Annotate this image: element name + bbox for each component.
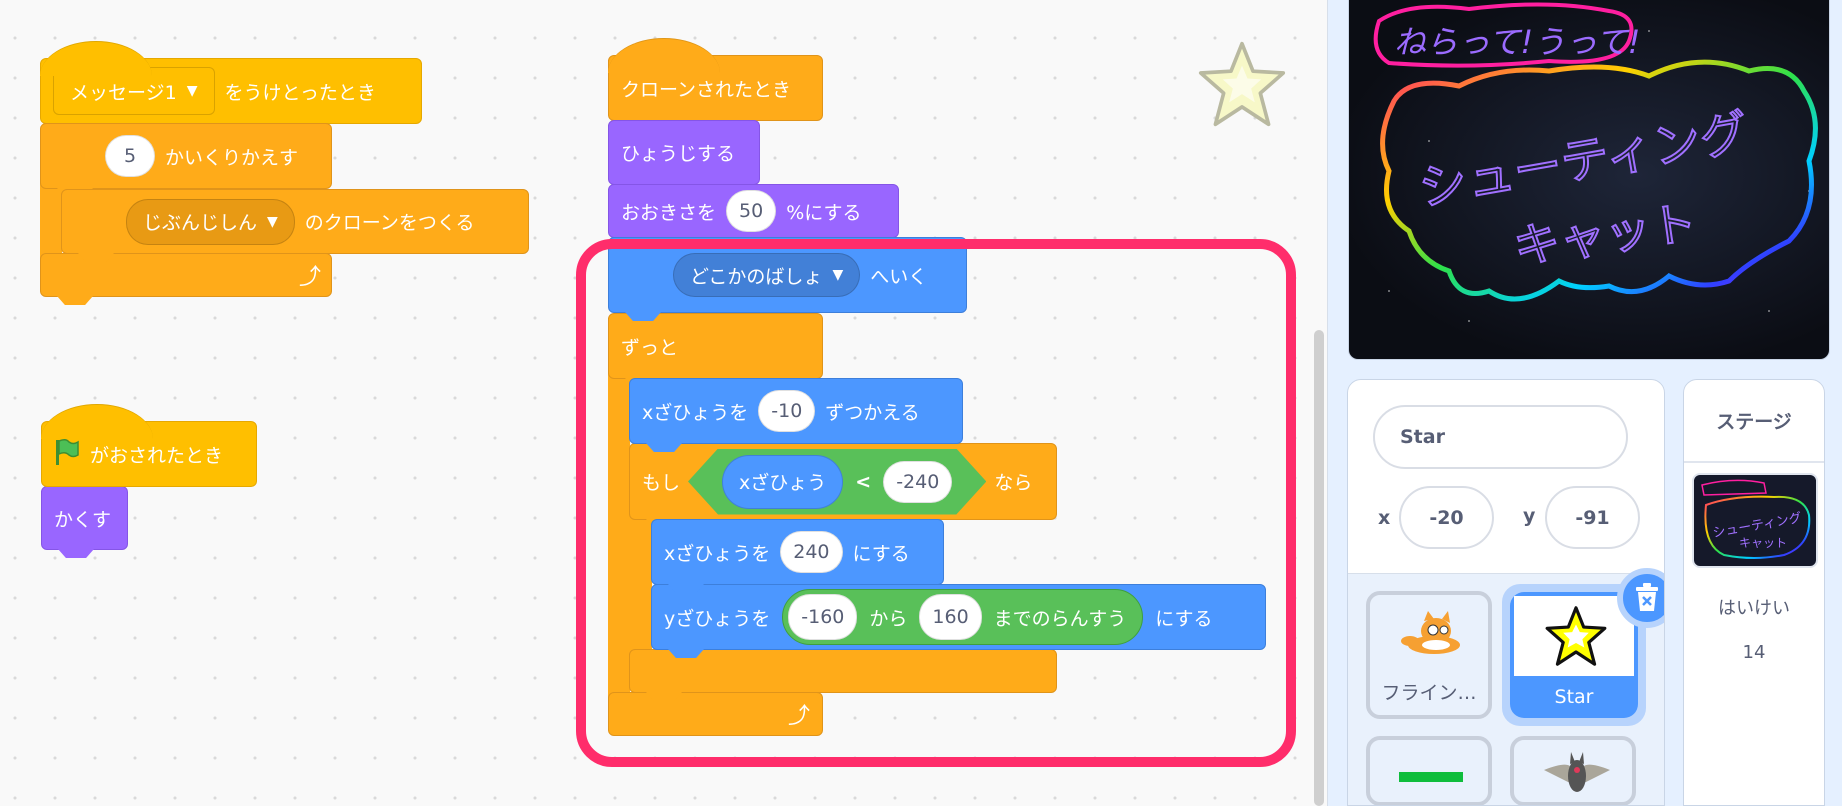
clone-target-dropdown[interactable]: じぶんじしん ▼ bbox=[126, 198, 295, 245]
block-label: なら bbox=[994, 472, 1033, 494]
block-label: から bbox=[869, 607, 908, 630]
sprite-name-input[interactable]: Star bbox=[1373, 405, 1628, 469]
sprite-tile-line[interactable] bbox=[1366, 736, 1492, 805]
loop-arrow-icon: ⤴ bbox=[787, 704, 810, 729]
dropdown-value: じぶんじしん bbox=[143, 212, 258, 234]
logo-line-2: シューティング bbox=[1415, 104, 1753, 217]
x-position-input[interactable]: -20 bbox=[1399, 486, 1494, 549]
if-spine bbox=[629, 500, 652, 670]
stage-target-pane[interactable]: ステージ シューティングキャット はいけい 14 bbox=[1683, 379, 1825, 806]
repeat-count-input[interactable]: 5 bbox=[105, 135, 155, 177]
sprite-tile-flying-cat[interactable]: フライン… bbox=[1366, 591, 1492, 719]
block-label: ずっと bbox=[621, 336, 679, 359]
sprite-tile-bat[interactable] bbox=[1510, 736, 1636, 805]
block-label: yざひょうを bbox=[664, 607, 771, 630]
caret-down-icon: ▼ bbox=[832, 267, 844, 283]
backdrop-label: はいけい bbox=[1718, 598, 1790, 619]
create-clone-block[interactable]: じぶんじしん ▼ のクローンをつくる bbox=[61, 189, 529, 254]
block-label: までのらんすう bbox=[993, 607, 1127, 630]
set-x-block[interactable]: xざひょうを 240 にする bbox=[651, 519, 944, 585]
x-position-reporter[interactable]: xざひょう bbox=[722, 455, 843, 509]
size-input[interactable]: 50 bbox=[726, 190, 777, 232]
loop-arrow-icon: ⤴ bbox=[298, 265, 321, 290]
y-label: y bbox=[1523, 505, 1536, 527]
backdrop-thumbnail[interactable]: シューティングキャット bbox=[1692, 473, 1818, 568]
message-dropdown[interactable]: メッセージ1 ▼ bbox=[53, 67, 215, 115]
set-x-input[interactable]: 240 bbox=[780, 531, 843, 573]
change-x-input[interactable]: -10 bbox=[758, 390, 816, 432]
when-flag-clicked-block[interactable]: がおされたとき bbox=[41, 404, 257, 487]
backdrop-count: 14 bbox=[1742, 642, 1766, 663]
go-to-block[interactable]: どこかのばしょ ▼ へいく bbox=[608, 237, 967, 313]
sprite-name-value: Star bbox=[1400, 426, 1445, 448]
operator-symbol: < bbox=[855, 470, 872, 493]
sprite-pane: Star x -20 y -91 フライン… Star bbox=[1347, 379, 1665, 806]
bat-sprite-thumbnail bbox=[1544, 752, 1610, 792]
green-flag-icon bbox=[54, 438, 80, 471]
logo-line-1: ねらって!うって! bbox=[1394, 23, 1640, 61]
forever-block-bottom: ⤴ bbox=[608, 692, 823, 736]
logo-line-3: キャット bbox=[1510, 195, 1700, 274]
block-label: おおきさを bbox=[621, 201, 717, 224]
block-label: かいくりかえす bbox=[165, 146, 299, 169]
hide-block[interactable]: かくす bbox=[41, 486, 128, 550]
forever-block[interactable]: ずっと bbox=[608, 313, 823, 379]
less-than-operator[interactable]: xざひょう < -240 bbox=[688, 449, 986, 515]
cat-sprite-thumbnail bbox=[1401, 611, 1460, 654]
block-label: xざひょうを bbox=[664, 542, 771, 565]
when-i-receive-block[interactable]: メッセージ1 ▼ をうけとったとき bbox=[40, 41, 422, 124]
block-label: のクローンをつくる bbox=[304, 212, 475, 234]
stage-canvas[interactable]: ねらって!うって! シューティング キャット bbox=[1348, 0, 1830, 360]
block-label: にする bbox=[852, 542, 910, 565]
sprite-tile-star[interactable]: Star bbox=[1502, 568, 1664, 726]
workspace-scrollbar[interactable] bbox=[1314, 330, 1324, 806]
compare-value-input[interactable]: -240 bbox=[883, 461, 952, 503]
block-label: をうけとったとき bbox=[224, 81, 376, 104]
svg-text:キャット: キャット bbox=[1739, 536, 1787, 550]
block-label: クローンされたとき bbox=[621, 78, 792, 101]
code-workspace[interactable]: メッセージ1 ▼ をうけとったとき 5 かいくりかえす じぶんじしん ▼ のクローン… bbox=[0, 0, 1328, 806]
set-y-block[interactable]: yざひょうを -160 から 160 までのらんすう にする bbox=[651, 584, 1266, 650]
delete-sprite-button[interactable] bbox=[1617, 568, 1664, 628]
pick-random-operator[interactable]: -160 から 160 までのらんすう bbox=[782, 589, 1144, 645]
y-value: -91 bbox=[1575, 506, 1610, 529]
forever-spine bbox=[608, 360, 630, 710]
go-to-target-dropdown[interactable]: どこかのばしょ ▼ bbox=[673, 253, 861, 297]
stage-logo: ねらって!うって! シューティング キャット bbox=[1373, 2, 1818, 322]
block-label: にする bbox=[1155, 607, 1213, 630]
star-sprite-thumbnail bbox=[1514, 596, 1634, 676]
when-i-start-as-clone-block[interactable]: クローンされたとき bbox=[608, 38, 823, 121]
dropdown-value: どこかのばしょ bbox=[690, 265, 823, 288]
repeat-block[interactable]: 5 かいくりかえす bbox=[40, 123, 332, 189]
block-label: もし bbox=[642, 472, 681, 494]
sprite-watermark-star-icon bbox=[1196, 40, 1288, 132]
if-block[interactable]: もし xざひょう < -240 なら bbox=[629, 443, 1057, 520]
random-from-input[interactable]: -160 bbox=[788, 594, 858, 640]
repeat-block-bottom: ⤴ bbox=[40, 253, 332, 297]
dropdown-value: メッセージ1 bbox=[70, 81, 177, 104]
block-label: ずつかえる bbox=[825, 401, 920, 424]
set-size-block[interactable]: おおきさを 50 %にする bbox=[608, 184, 899, 238]
block-label: かくす bbox=[54, 508, 112, 531]
caret-down-icon: ▼ bbox=[267, 213, 278, 230]
sprite-tile-name: フライン… bbox=[1381, 682, 1477, 704]
block-label: %にする bbox=[786, 201, 862, 224]
x-label: x bbox=[1378, 507, 1391, 529]
show-block[interactable]: ひょうじする bbox=[608, 120, 760, 185]
random-to-input[interactable]: 160 bbox=[919, 594, 982, 640]
block-label: ひょうじする bbox=[621, 143, 736, 165]
caret-down-icon: ▼ bbox=[186, 83, 198, 99]
stage-pane-title: ステージ bbox=[1684, 380, 1824, 463]
x-value: -20 bbox=[1429, 506, 1464, 529]
block-label: へいく bbox=[870, 265, 928, 288]
sprite-tile-name: Star bbox=[1554, 686, 1594, 708]
line-sprite-thumbnail bbox=[1399, 772, 1463, 782]
change-x-block[interactable]: xざひょうを -10 ずつかえる bbox=[629, 378, 963, 444]
block-label: xざひょうを bbox=[642, 401, 749, 424]
y-position-input[interactable]: -91 bbox=[1545, 486, 1640, 549]
block-label: がおされたとき bbox=[90, 444, 224, 467]
trash-icon bbox=[1636, 583, 1658, 611]
